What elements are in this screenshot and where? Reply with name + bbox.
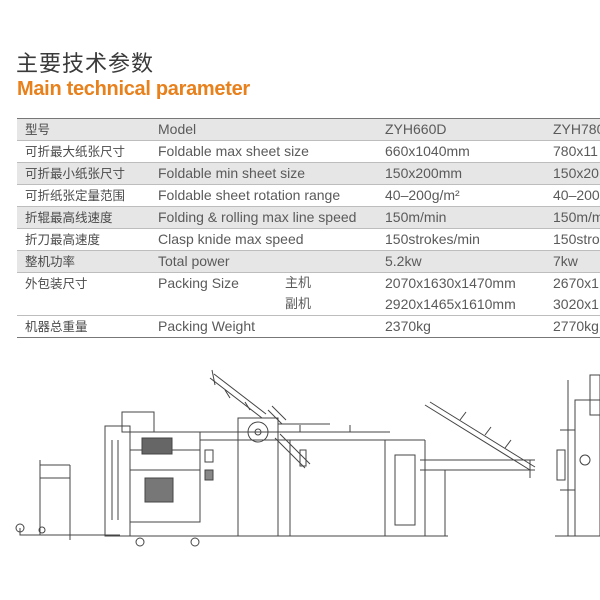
cell-value-1: 40–200g/m² bbox=[385, 187, 460, 203]
table-row: 折辊最高线速度 Folding & rolling max line speed… bbox=[17, 207, 600, 229]
cell-en: Clasp knide max speed bbox=[158, 231, 304, 247]
cell-en: Model bbox=[158, 121, 197, 137]
page-title-cn: 主要技术参数 bbox=[16, 52, 155, 77]
folding-machine-drawing-icon bbox=[15, 369, 600, 547]
cell-value-2: 780x11 bbox=[553, 143, 598, 159]
cell-value-2: 150stro bbox=[553, 231, 600, 247]
folding-unit-2-icon bbox=[237, 405, 330, 537]
right-machine-icon bbox=[555, 374, 600, 537]
cell-value-2: 2770kg bbox=[553, 318, 599, 334]
cell-en: Total power bbox=[158, 253, 230, 269]
cell-en: Foldable sheet rotation range bbox=[158, 187, 341, 203]
cell-value-2: 7kw bbox=[553, 253, 578, 269]
cell-sub: 副机 bbox=[285, 297, 312, 312]
cell-value-1: 2370kg bbox=[385, 318, 431, 334]
table-row: 外包装尺寸 Packing Size 主机 2070x1630x1470mm 2… bbox=[17, 273, 600, 294]
cell-value-2: 150x20 bbox=[553, 165, 599, 181]
cell-value-1: 660x1040mm bbox=[385, 143, 470, 159]
cell-cn: 折辊最高线速度 bbox=[25, 210, 113, 225]
cell-cn: 可折最大纸张尺寸 bbox=[25, 144, 126, 159]
conveyor-body-icon bbox=[200, 425, 440, 537]
cell-en: Foldable max sheet size bbox=[158, 143, 309, 159]
cell-cn: 外包装尺寸 bbox=[25, 276, 88, 291]
feeder-stand-icon bbox=[15, 460, 120, 540]
cell-value-2: 3020x1 bbox=[553, 296, 599, 312]
cell-value-1: 5.2kw bbox=[385, 253, 422, 269]
cell-cn: 机器总重量 bbox=[25, 319, 88, 334]
table-row: 可折纸张定量范围 Foldable sheet rotation range 4… bbox=[17, 185, 600, 207]
cell-value-1: 2070x1630x1470mm bbox=[385, 275, 516, 291]
cell-value-1: 2920x1465x1610mm bbox=[385, 296, 516, 312]
table-row: 型号 Model ZYH660D ZYH780 bbox=[17, 118, 600, 141]
cell-en: Packing Size bbox=[158, 275, 239, 291]
delivery-table-icon bbox=[420, 401, 536, 537]
table-row: 整机功率 Total power 5.2kw 7kw bbox=[17, 251, 600, 273]
cell-cn: 可折纸张定量范围 bbox=[25, 188, 126, 203]
cell-value-1: ZYH660D bbox=[385, 121, 447, 137]
cell-value-1: 150x200mm bbox=[385, 165, 463, 181]
cell-value-1: 150m/min bbox=[385, 209, 447, 225]
folding-unit-1-icon bbox=[104, 411, 240, 547]
table-row: 副机 2920x1465x1610mm 3020x1 bbox=[17, 294, 600, 316]
cell-value-2: ZYH780 bbox=[553, 121, 600, 137]
cell-cn: 可折最小纸张尺寸 bbox=[25, 166, 126, 181]
cell-sub: 主机 bbox=[285, 276, 312, 291]
page-title-en: Main technical parameter bbox=[17, 78, 250, 100]
table-row: 可折最小纸张尺寸 Foldable min sheet size 150x200… bbox=[17, 163, 600, 185]
table-row: 折刀最高速度 Clasp knide max speed 150strokes/… bbox=[17, 229, 600, 251]
angled-arm-icon bbox=[209, 369, 267, 419]
cell-cn: 折刀最高速度 bbox=[25, 232, 101, 247]
cell-value-2: 2670x1 bbox=[553, 275, 599, 291]
cell-value-2: 40–200 bbox=[553, 187, 600, 203]
cell-en: Foldable min sheet size bbox=[158, 165, 306, 181]
cell-cn: 整机功率 bbox=[25, 254, 76, 269]
parameter-table: 型号 Model ZYH660D ZYH780 可折最大纸张尺寸 Foldabl… bbox=[17, 118, 600, 338]
cell-cn: 型号 bbox=[25, 122, 51, 137]
cell-en: Packing Weight bbox=[158, 318, 256, 334]
cell-value-2: 150m/m bbox=[553, 209, 600, 225]
table-row: 可折最大纸张尺寸 Foldable max sheet size 660x104… bbox=[17, 141, 600, 163]
cell-value-1: 150strokes/min bbox=[385, 231, 480, 247]
table-row: 机器总重量 Packing Weight 2370kg 2770kg bbox=[17, 316, 600, 338]
cell-en: Folding & rolling max line speed bbox=[158, 209, 357, 225]
